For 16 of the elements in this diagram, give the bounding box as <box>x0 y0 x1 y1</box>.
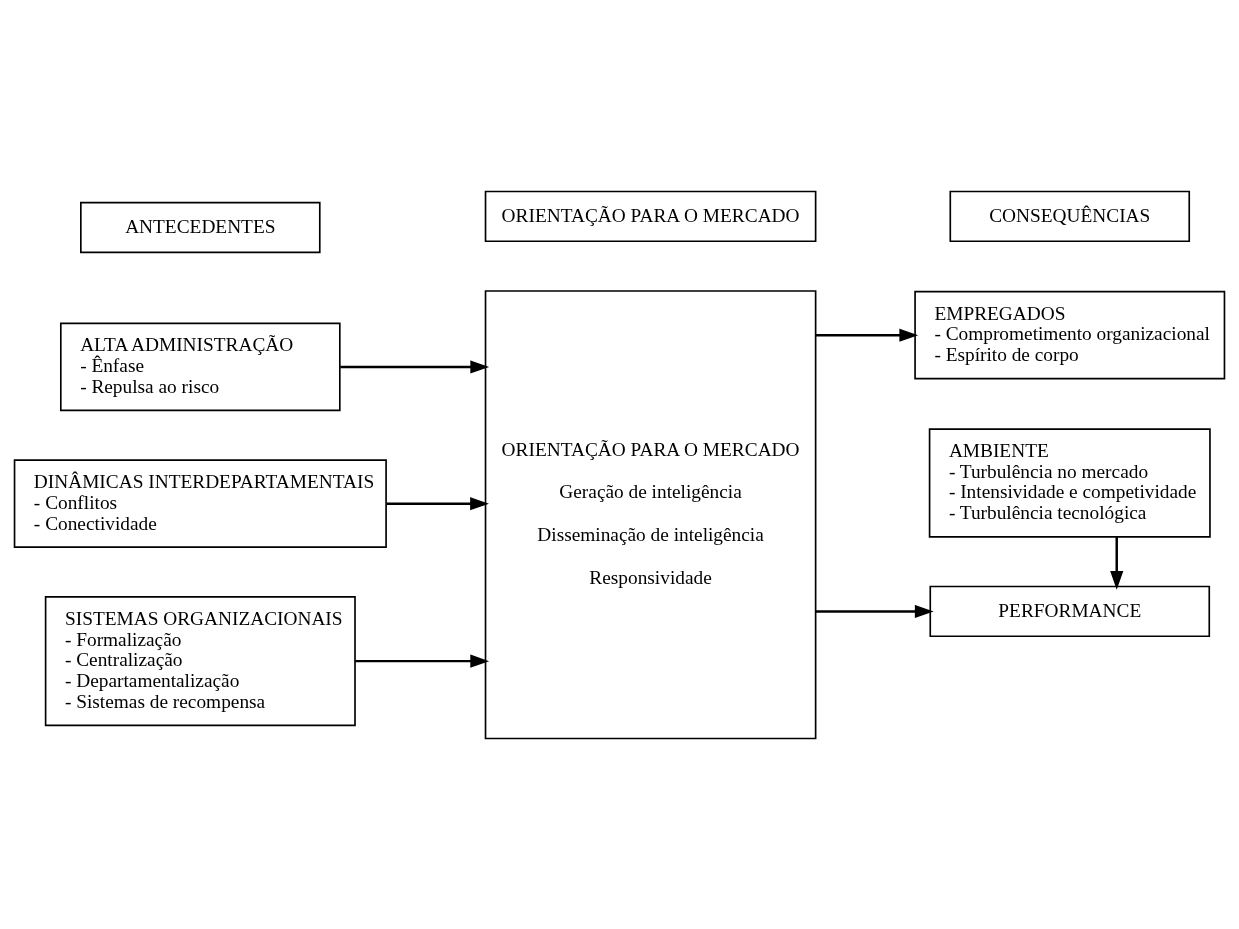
node-box: SISTEMAS ORGANIZACIONAIS - Formalização - Centralização - Departamentalização - Sistemas de recompensa <box>44 595 356 726</box>
arrow <box>815 328 919 342</box>
arrow <box>340 359 490 374</box>
node-box: ANTECEDENTES <box>80 201 321 253</box>
arrow <box>386 496 489 510</box>
arrow <box>815 604 934 618</box>
node-box: CONSEQUÊNCIAS <box>949 190 1191 242</box>
node-box: PERFORMANCE <box>929 585 1211 637</box>
node-box: ALTA ADMINISTRAÇÃO - Ênfase - Repulsa ao risco <box>60 322 341 411</box>
node-box: EMPREGADOS - Comprometimento organizacional - Espírito de corpo <box>914 290 1226 379</box>
node-box: AMBIENTE - Turbulência no mercado - Intensividade e competividade - Turbulência tecnológica <box>928 427 1211 538</box>
node-box: DINÂMICAS INTERDEPARTAMENTAIS - Conflitos - Conectividade <box>13 458 387 548</box>
node-box: ORIENTAÇÃO PARA O MERCADO Geração de inteligência Disseminação de inteligência Responsividade <box>484 289 817 739</box>
arrow <box>355 654 490 668</box>
arrow <box>1110 536 1124 590</box>
node-box: ORIENTAÇÃO PARA O MERCADO <box>484 190 817 242</box>
